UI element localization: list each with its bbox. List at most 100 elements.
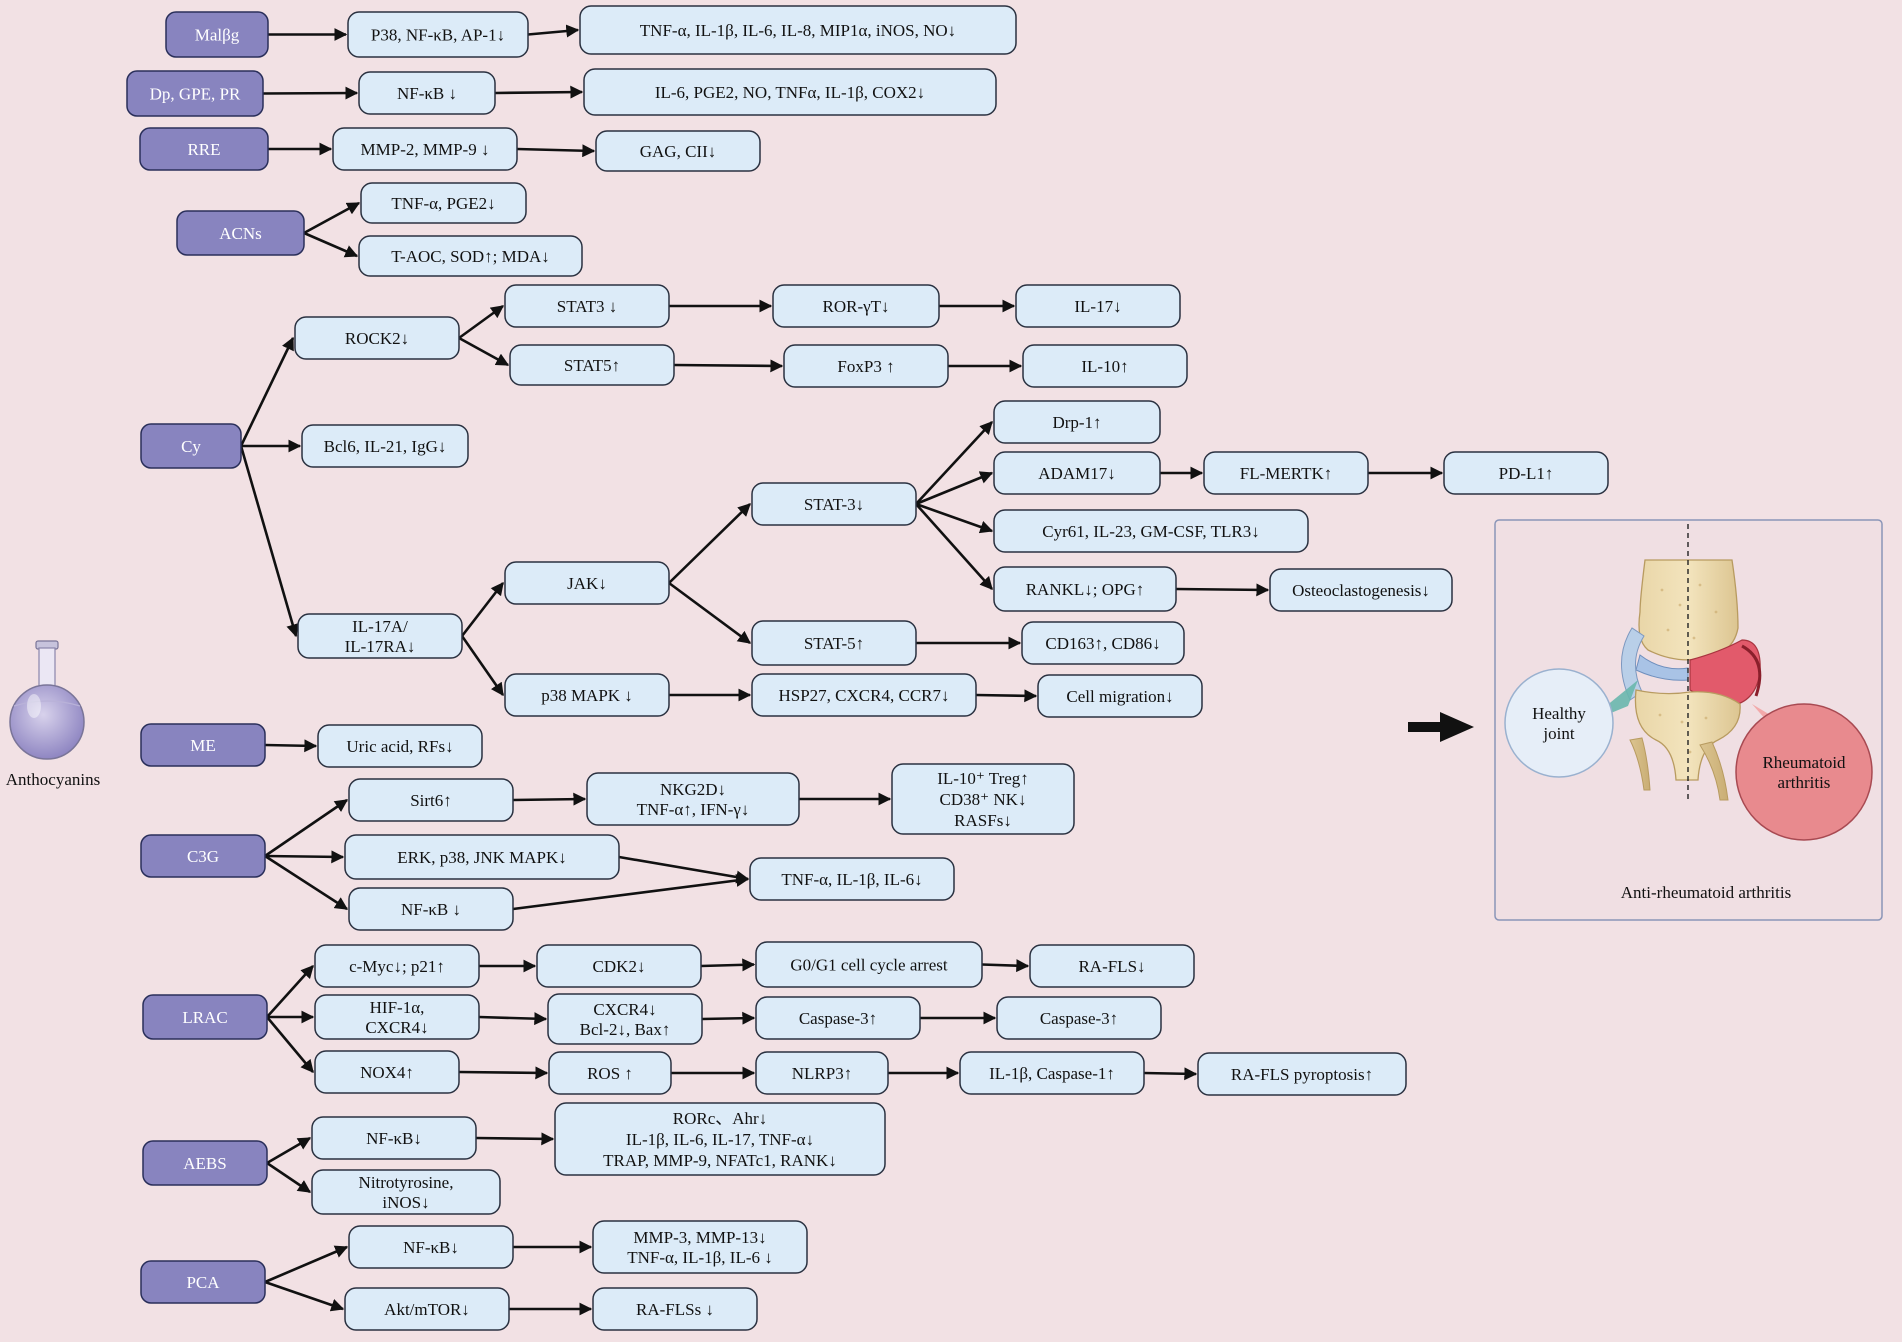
node-label-il17-0: IL-17↓ — [1074, 297, 1121, 316]
node-box-stat5a — [509, 344, 675, 386]
target-node-stat5a: STAT5↑ — [509, 344, 675, 386]
target-node-il10: IL-10↑ — [1022, 344, 1188, 388]
node-box-nkg2d — [586, 772, 800, 826]
target-node-rorc: RORc、Ahr↓IL-1β, IL-6, IL-17, TNF-α↓TRAP,… — [554, 1102, 886, 1176]
target-node-flmertk: FL-MERTK↑ — [1203, 451, 1369, 495]
target-node-raflss: RA-FLSs ↓ — [592, 1287, 758, 1331]
source-node-rre: RRE — [139, 127, 269, 171]
node-label-il10treg-2: RASFs↓ — [954, 811, 1012, 830]
round-bottom-flask-icon — [9, 640, 85, 760]
node-label-rafls1-0: RA-FLS↓ — [1078, 957, 1145, 976]
node-label-stat3a-0: STAT3 ↓ — [557, 297, 618, 316]
edge-stat3b-to-cyr61 — [915, 502, 994, 534]
node-label-stat3b-0: STAT-3↓ — [804, 495, 864, 514]
node-box-tnfpge — [360, 182, 527, 224]
edge-cy-to-rock2 — [239, 336, 295, 447]
node-label-hsp27-0: HSP27, CXCR4, CCR7↓ — [779, 686, 950, 705]
node-box-pyro — [1197, 1052, 1407, 1096]
source-node-malbg: Malβg — [165, 11, 269, 58]
node-label-il17a-1: IL-17RA↓ — [345, 637, 416, 656]
edge-rankl-to-osteo — [1175, 583, 1270, 597]
edge-c3g-to-erk — [264, 850, 345, 864]
source-node-me: ME — [140, 723, 266, 767]
node-label-cd163-0: CD163↑, CD86↓ — [1045, 634, 1160, 653]
node-box-osteo — [1269, 568, 1453, 612]
source-node-lrac: LRAC — [142, 994, 268, 1040]
node-label-nitro-1: iNOS↓ — [382, 1193, 429, 1212]
node-label-nfkb1-0: NF-κB ↓ — [397, 84, 457, 103]
node-label-il1bcasp1-0: IL-1β, Caspase-1↑ — [989, 1064, 1115, 1083]
target-node-pyro: RA-FLS pyroptosis↑ — [1197, 1052, 1407, 1096]
target-node-cxcr4bcl: CXCR4↓Bcl-2↓, Bax↑ — [547, 993, 703, 1045]
flask-label: Anthocyanins — [6, 770, 100, 789]
node-label-cellmig-0: Cell migration↓ — [1066, 687, 1173, 706]
node-label-uric-0: Uric acid, RFs↓ — [346, 737, 453, 756]
edge-me-to-uric — [264, 739, 318, 753]
node-label-lrac-0: LRAC — [182, 1008, 227, 1027]
node-box-malbg — [165, 11, 269, 58]
node-box-lrac — [142, 994, 268, 1040]
node-box-nfkb2 — [348, 887, 514, 931]
node-label-p38mapk-0: p38 MAPK ↓ — [541, 686, 633, 705]
node-label-tnfpge-0: TNF-α, PGE2↓ — [391, 194, 495, 213]
node-label-hif1a-0: HIF-1α, — [370, 998, 425, 1017]
ra-circle — [1735, 703, 1873, 841]
node-box-taoc — [358, 235, 583, 277]
node-label-adam17-0: ADAM17↓ — [1038, 464, 1115, 483]
edge-stat3b-to-adam17 — [915, 471, 994, 506]
node-box-casp3a — [755, 996, 921, 1040]
edge-c3g-to-sirt6 — [264, 798, 349, 858]
node-label-g0g1-0: G0/G1 cell cycle arrest — [790, 956, 947, 975]
target-node-rorgt: ROR-γT↓ — [772, 284, 940, 328]
edge-cy-to-il17a — [239, 445, 299, 638]
node-label-rre-0: RRE — [187, 140, 220, 159]
target-node-cmyc: c-Myc↓; p21↑ — [314, 944, 480, 988]
node-label-il10-0: IL-10↑ — [1081, 357, 1128, 376]
target-node-mmp29: MMP-2, MMP-9 ↓ — [332, 127, 518, 171]
node-label-dpgpe-0: Dp, GPE, PR — [150, 85, 241, 104]
source-node-aebs: AEBS — [142, 1140, 268, 1186]
node-label-hif1a-1: CXCR4↓ — [365, 1018, 428, 1037]
edge-nfkb3-to-rorc — [475, 1132, 555, 1146]
node-box-ros — [548, 1051, 672, 1095]
target-node-il17a: IL-17A/IL-17RA↓ — [297, 613, 463, 659]
node-box-drp1 — [993, 400, 1161, 444]
target-node-foxp3: FoxP3 ↑ — [783, 344, 949, 388]
target-node-il10treg: IL-10⁺ Treg↑CD38⁺ NK↓RASFs↓ — [891, 763, 1075, 835]
target-node-nfkb2: NF-κB ↓ — [348, 887, 514, 931]
target-node-nlrp3: NLRP3↑ — [755, 1051, 889, 1095]
source-node-cy: Cy — [140, 423, 242, 469]
node-box-il17 — [1015, 284, 1181, 328]
node-label-stat5b-0: STAT-5↑ — [804, 634, 864, 653]
edge-aebs-to-nitro — [266, 1161, 312, 1194]
target-node-cyr61: Cyr61, IL-23, GM-CSF, TLR3↓ — [993, 509, 1309, 553]
node-label-mmp313-1: TNF-α, IL-1β, IL-6 ↓ — [627, 1248, 773, 1267]
right-arrow-icon — [1408, 712, 1474, 742]
node-label-cdk2-0: CDK2↓ — [593, 957, 646, 976]
node-box-sirt6 — [348, 778, 514, 822]
target-node-adam17: ADAM17↓ — [993, 451, 1161, 495]
edge-c3g-to-nfkb2 — [264, 854, 349, 911]
node-label-pyro-0: RA-FLS pyroptosis↑ — [1231, 1065, 1373, 1084]
node-box-tnf1 — [579, 5, 1017, 55]
node-label-pca-0: PCA — [186, 1273, 220, 1292]
edge-il17a-to-p38mapk — [460, 635, 505, 697]
node-box-bcl6 — [301, 424, 469, 468]
node-box-cdk2 — [536, 944, 702, 988]
node-label-cxcr4bcl-1: Bcl-2↓, Bax↑ — [580, 1020, 671, 1039]
node-label-il10treg-1: CD38⁺ NK↓ — [940, 790, 1027, 809]
target-node-casp3a: Caspase-3↑ — [755, 996, 921, 1040]
node-label-nkg2d-0: NKG2D↓ — [660, 780, 726, 799]
target-node-erk: ERK, p38, JNK MAPK↓ — [344, 834, 620, 880]
target-node-nox4: NOX4↑ — [314, 1050, 460, 1094]
node-box-pdl1 — [1443, 451, 1609, 495]
ra-label-line1: Rheumatoid — [1762, 753, 1846, 772]
node-label-erk-0: ERK, p38, JNK MAPK↓ — [397, 848, 567, 867]
source-node-acns: ACNs — [176, 210, 305, 256]
target-node-il1bcasp1: IL-1β, Caspase-1↑ — [959, 1051, 1145, 1095]
node-label-cxcr4bcl-0: CXCR4↓ — [593, 1000, 656, 1019]
node-label-nfkb2-0: NF-κB ↓ — [401, 900, 461, 919]
node-box-nitro — [311, 1169, 501, 1215]
